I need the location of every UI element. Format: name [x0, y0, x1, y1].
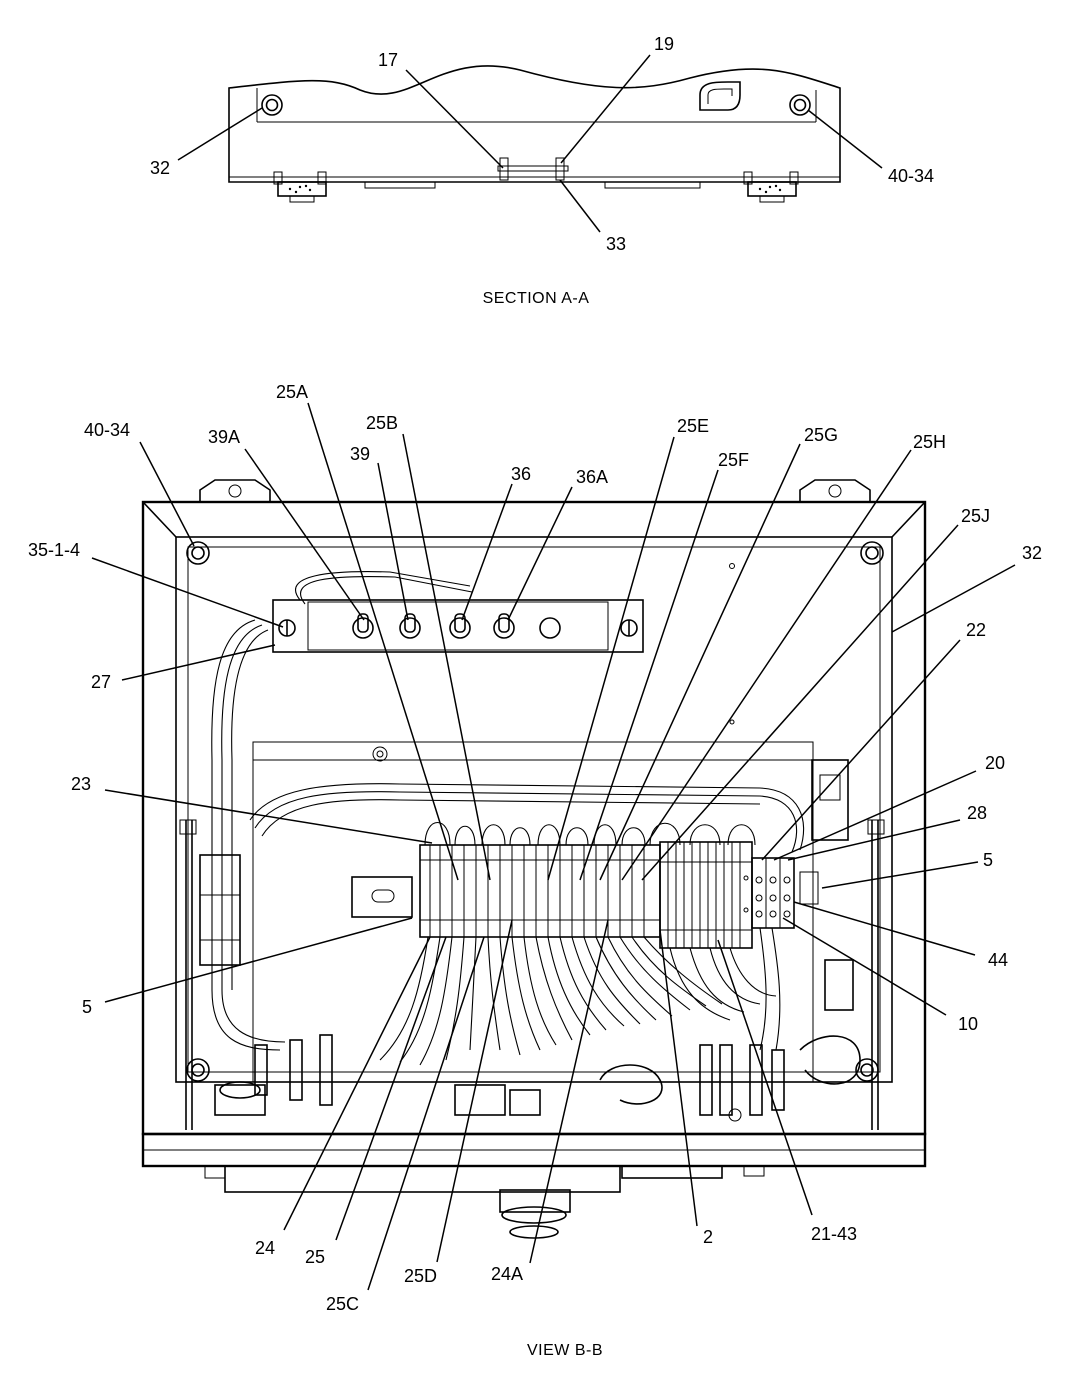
- callout-25d: 25D: [404, 1266, 437, 1286]
- callout-25c: 25C: [326, 1294, 359, 1314]
- callout-19: 19: [654, 34, 674, 54]
- switch-panel: [272, 599, 644, 653]
- callout-23: 23: [71, 774, 91, 794]
- callout-32: 32: [150, 158, 170, 178]
- callout-40-34: 40-34: [84, 420, 130, 440]
- callout-28: 28: [967, 803, 987, 823]
- callout-10: 10: [958, 1014, 978, 1034]
- callout-36a: 36A: [576, 467, 608, 487]
- section-foot-right: [743, 171, 799, 203]
- fuse-block: [751, 857, 819, 929]
- callout-20: 20: [985, 753, 1005, 773]
- callout-24a: 24A: [491, 1264, 523, 1284]
- callout-22: 22: [966, 620, 986, 640]
- callout-25j: 25J: [961, 506, 990, 526]
- view-b-b-caption: VIEW B-B: [527, 1342, 603, 1359]
- callout-33: 33: [606, 234, 626, 254]
- callout-40-34: 40-34: [888, 166, 934, 186]
- callout-25h: 25H: [913, 432, 946, 452]
- callout-17: 17: [378, 50, 398, 70]
- callout-2: 2: [703, 1227, 713, 1247]
- callout-32: 32: [1022, 543, 1042, 563]
- callout-25: 25: [305, 1247, 325, 1267]
- callout-36: 36: [511, 464, 531, 484]
- toggle-switch-39: [399, 613, 421, 639]
- callout-39: 39: [350, 444, 370, 464]
- callout-25b: 25B: [366, 413, 398, 433]
- callout-25f: 25F: [718, 450, 749, 470]
- callout-24: 24: [255, 1238, 275, 1258]
- enclosure-view-b-b: [141, 479, 927, 1239]
- view-b-b-leaders: [91, 402, 1016, 1291]
- callout-25e: 25E: [677, 416, 709, 436]
- toggle-switch-36a: [493, 613, 515, 639]
- callout-5-right: 5: [983, 850, 993, 870]
- callout-25g: 25G: [804, 425, 838, 445]
- terminal-block-25-group: [419, 844, 661, 938]
- callout-35-1-4: 35-1-4: [28, 540, 80, 560]
- section-a-a-caption: SECTION A-A: [483, 290, 590, 307]
- callout-44: 44: [988, 950, 1008, 970]
- callout-27: 27: [91, 672, 111, 692]
- callout-5-left: 5: [82, 997, 92, 1017]
- callout-21-43: 21-43: [811, 1224, 857, 1244]
- callout-25a: 25A: [276, 382, 308, 402]
- top-tab-right: [799, 479, 871, 502]
- callout-39a: 39A: [208, 427, 240, 447]
- section-foot-left: [273, 171, 327, 203]
- toggle-switch-36: [449, 613, 471, 639]
- terminal-block-21-43-group: [659, 841, 753, 949]
- section-a-a-drawing: [177, 54, 883, 233]
- bottom-components: [214, 1034, 861, 1122]
- top-tab-left: [199, 479, 271, 502]
